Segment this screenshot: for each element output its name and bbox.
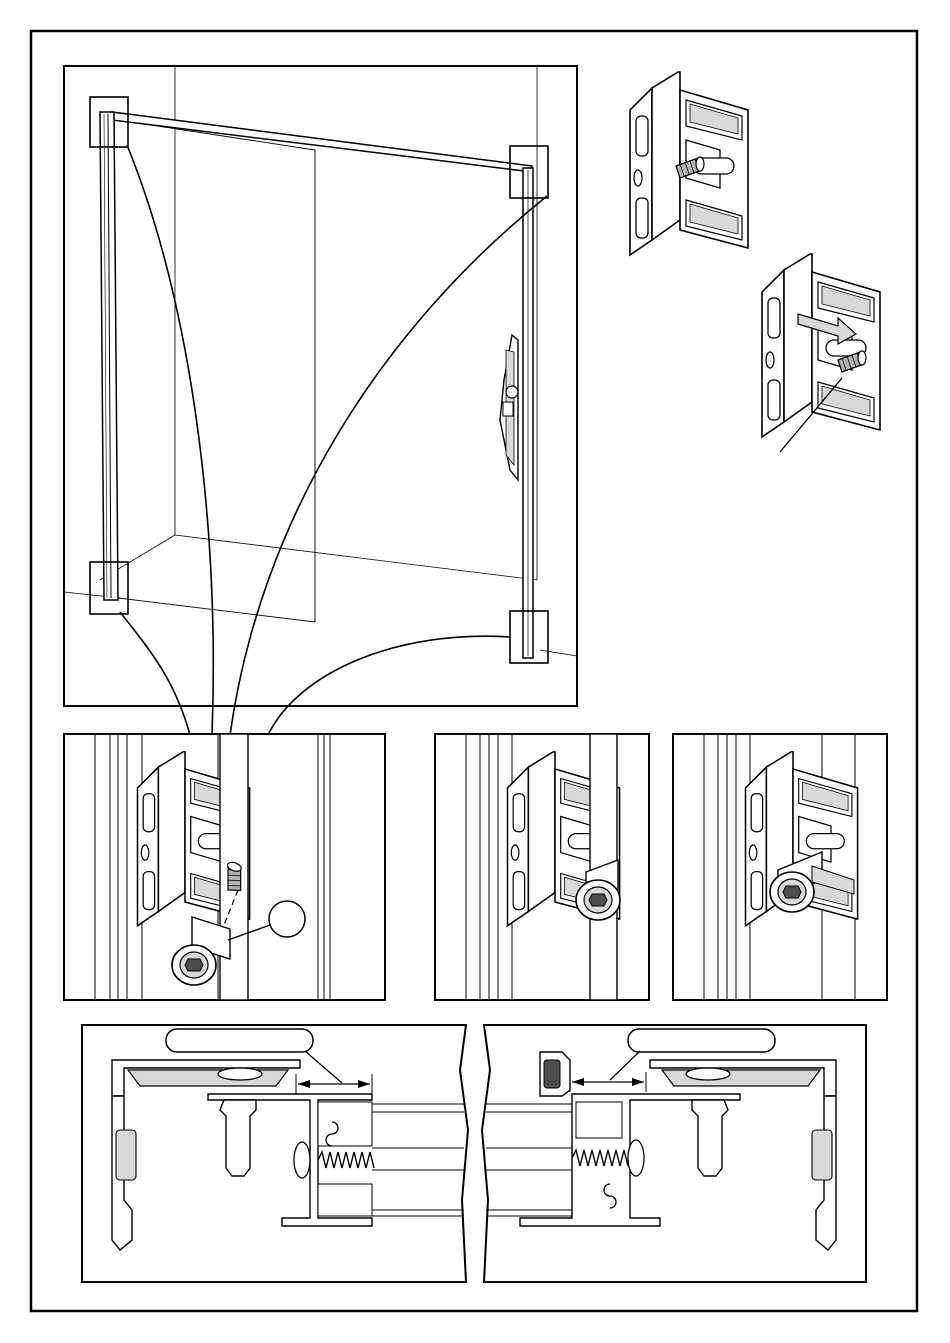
- step-1-panel: [64, 734, 385, 1000]
- step-3-panel: [673, 734, 887, 1000]
- section-label-box: [166, 1029, 313, 1052]
- step-2-panel: [435, 734, 649, 1000]
- section-left-panel: [82, 1025, 468, 1282]
- bracket-view-bottom: [762, 254, 880, 437]
- bracket-view-top: [630, 72, 748, 255]
- part-callout-circle: [269, 901, 305, 937]
- overview-panel: [64, 66, 577, 706]
- section-label-box: [628, 1029, 775, 1052]
- section-right-panel: [482, 1025, 866, 1282]
